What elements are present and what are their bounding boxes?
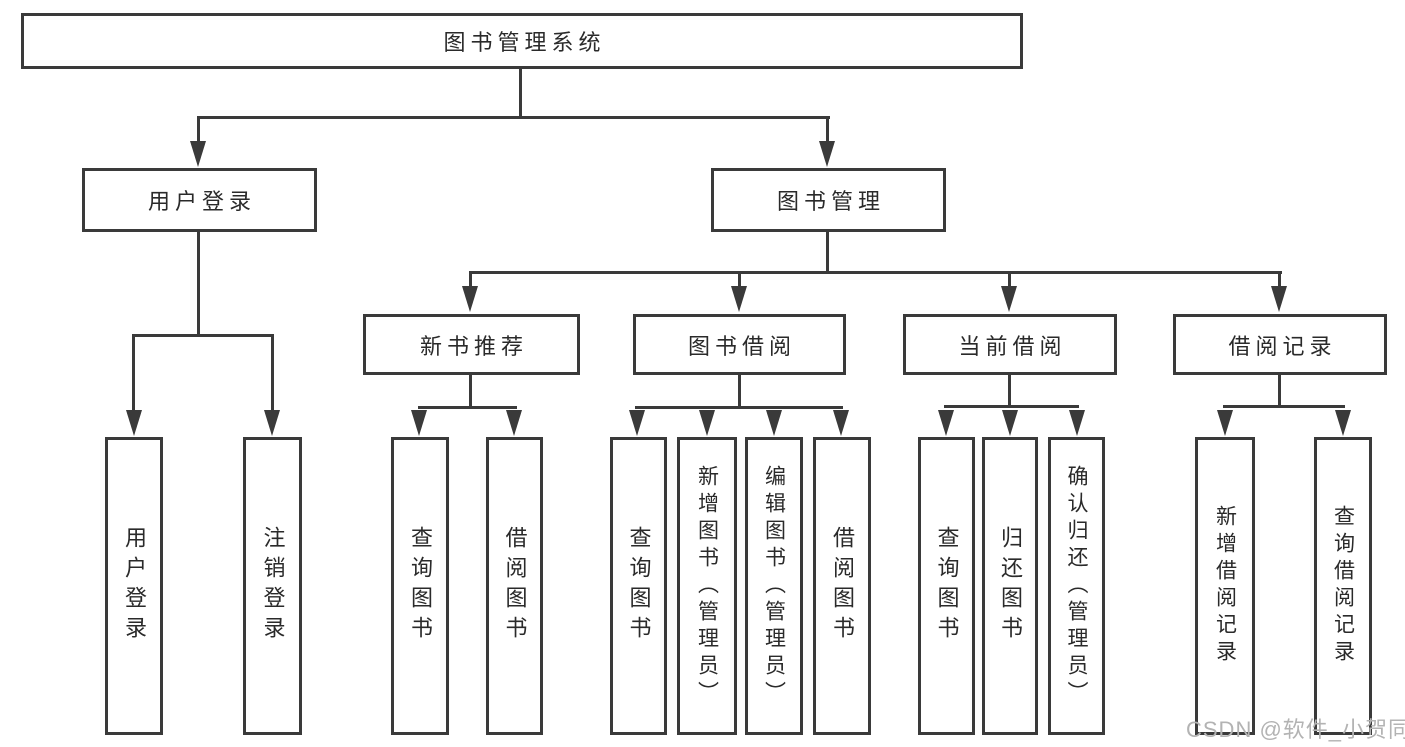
leaf-edit-book-admin: 编辑图书（管理员） <box>745 437 803 735</box>
node-label: 图书管理系统 <box>443 30 606 55</box>
connector-drop <box>826 117 829 147</box>
arrowhead-icon <box>1002 410 1018 436</box>
connector-stem-borrow-record <box>1278 375 1281 408</box>
arrowhead-icon <box>126 410 142 436</box>
leaf-borrow-book-recommend: 借阅图书 <box>486 437 543 735</box>
watermark: CSDN @软件_小贺同学 <box>1186 717 1405 742</box>
arrowhead-icon <box>699 410 715 436</box>
arrowhead-icon <box>766 410 782 436</box>
connector-drop <box>738 272 741 290</box>
node-label: 查询图书 <box>934 526 960 646</box>
node-label: 查询图书 <box>626 526 652 646</box>
node-book-management: 图书管理 <box>711 168 946 232</box>
arrowhead-icon <box>264 410 280 436</box>
arrowhead-icon <box>506 410 522 436</box>
node-user-login: 用户登录 <box>82 168 317 232</box>
leaf-user-login: 用户登录 <box>105 437 163 735</box>
leaf-add-borrow-record: 新增借阅记录 <box>1195 437 1255 735</box>
node-label: 借阅图书 <box>830 526 855 646</box>
arrowhead-icon <box>462 286 478 312</box>
connector-drop <box>132 335 135 415</box>
node-label: 借阅记录 <box>1228 333 1337 359</box>
node-label: 借阅图书 <box>502 526 528 646</box>
arrowhead-icon <box>1217 410 1233 436</box>
leaf-return-book: 归还图书 <box>982 437 1038 735</box>
arrowhead-icon <box>833 410 849 436</box>
connector-stem-user-login <box>197 232 200 337</box>
node-root-book-management-system: 图书管理系统 <box>21 13 1023 69</box>
node-label: 新增借阅记录 <box>1213 505 1237 667</box>
leaf-borrow-book: 借阅图书 <box>813 437 871 735</box>
node-label: 用户登录 <box>122 526 147 646</box>
leaf-query-book-current: 查询图书 <box>918 437 975 735</box>
connector-stem-root <box>519 69 522 119</box>
node-label: 新增图书（管理员） <box>695 464 719 708</box>
node-label: 新书推荐 <box>419 333 528 359</box>
connector-stem-book-borrow <box>738 375 741 409</box>
connector-rail-new-book-children <box>418 406 517 409</box>
leaf-add-book-admin: 新增图书（管理员） <box>677 437 737 735</box>
node-borrow-record: 借阅记录 <box>1173 314 1387 375</box>
leaf-query-book-recommend: 查询图书 <box>391 437 449 735</box>
connector-rail-level2 <box>197 116 830 119</box>
connector-stem-current-borrow <box>1008 375 1011 408</box>
node-current-borrow: 当前借阅 <box>903 314 1117 375</box>
connector-drop <box>197 117 200 147</box>
node-label: 归还图书 <box>998 526 1023 646</box>
connector-drop <box>1008 272 1011 290</box>
arrowhead-icon <box>1001 286 1017 312</box>
leaf-confirm-return-admin: 确认归还（管理员） <box>1048 437 1105 735</box>
connector-stem-new-book <box>469 375 472 409</box>
node-label: 用户登录 <box>147 189 256 214</box>
leaf-query-book-borrow: 查询图书 <box>610 437 667 735</box>
connector-drop <box>1278 272 1281 290</box>
arrowhead-icon <box>411 410 427 436</box>
node-label: 确认归还（管理员） <box>1065 464 1088 708</box>
node-label: 当前借阅 <box>958 333 1067 359</box>
arrowhead-icon <box>1271 286 1287 312</box>
node-label: 查询借阅记录 <box>1331 505 1355 667</box>
connector-stem-book-management <box>826 232 829 274</box>
node-label: 编辑图书（管理员） <box>762 464 786 708</box>
node-new-book-recommend: 新书推荐 <box>363 314 580 375</box>
node-label: 注销登录 <box>260 526 286 646</box>
connector-drop <box>271 335 274 415</box>
arrowhead-icon <box>629 410 645 436</box>
connector-rail-book-borrow-children <box>635 406 843 409</box>
arrowhead-icon <box>1335 410 1351 436</box>
node-label: 图书借阅 <box>687 333 796 359</box>
node-label: 查询图书 <box>408 526 433 646</box>
leaf-logout: 注销登录 <box>243 437 302 735</box>
arrowhead-icon <box>190 141 206 167</box>
connector-rail-current-borrow-children <box>944 405 1079 408</box>
arrowhead-icon <box>819 141 835 167</box>
connector-rail-level3 <box>469 271 1282 274</box>
arrowhead-icon <box>938 410 954 436</box>
leaf-query-borrow-record: 查询借阅记录 <box>1314 437 1372 735</box>
connector-drop <box>469 272 472 290</box>
node-book-borrow: 图书借阅 <box>633 314 846 375</box>
node-label: 图书管理 <box>776 189 885 214</box>
arrowhead-icon <box>731 286 747 312</box>
connector-rail-user-login-children <box>132 334 274 337</box>
connector-rail-borrow-record-children <box>1223 405 1345 408</box>
arrowhead-icon <box>1069 410 1085 436</box>
